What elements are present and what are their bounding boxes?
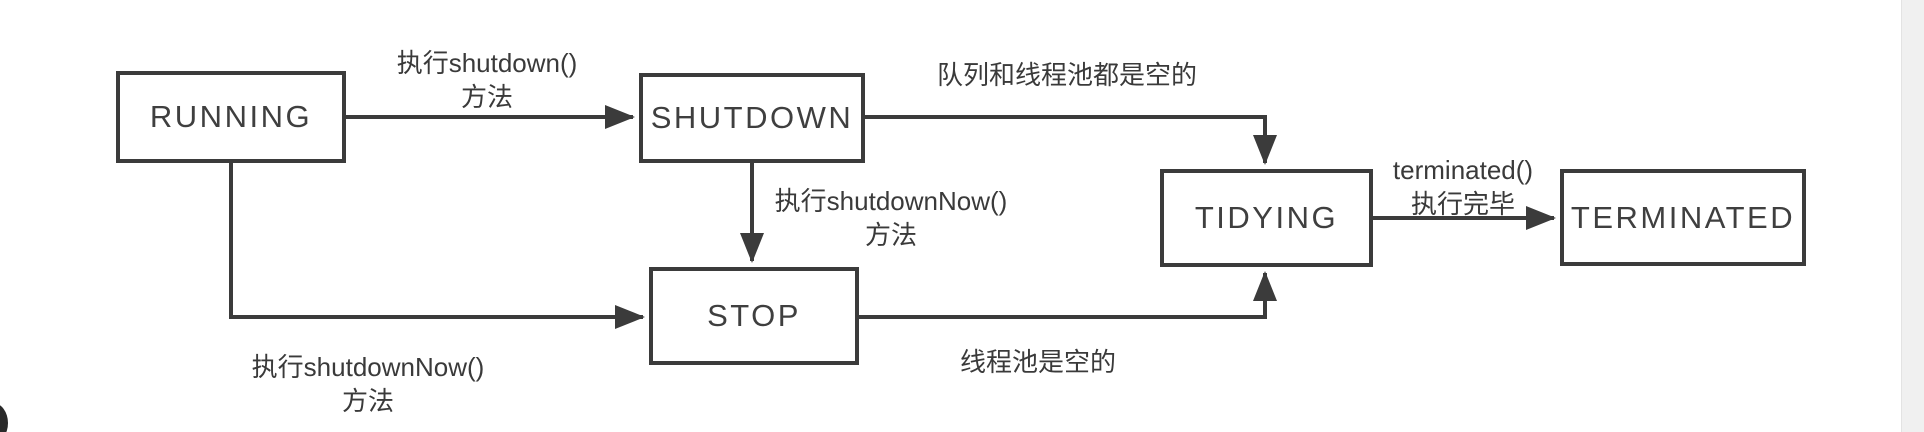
transition-label-line: 执行shutdownNow() [251, 352, 485, 382]
transition-label-tidying-terminated: terminated() 执行完毕 [1332, 153, 1594, 221]
transition-label-line: terminated() [1392, 155, 1534, 185]
arrow-running-to-stop [229, 163, 645, 329]
transition-label-shutdown-stop: 执行shutdownNow() 方法 [762, 184, 1020, 252]
state-box-running: RUNNING [116, 71, 346, 163]
transition-label-line: 执行shutdownNow() [774, 186, 1008, 216]
state-label-shutdown: SHUTDOWN [650, 100, 854, 135]
state-label-tidying: TIDYING [1194, 200, 1339, 235]
transition-label-line: 执行完毕 [1410, 189, 1515, 219]
transition-label-line: 队列和线程池都是空的 [936, 60, 1197, 90]
state-box-tidying: TIDYING [1160, 169, 1373, 267]
transition-label-line: 方法 [341, 386, 394, 416]
page-edge-strip [1901, 0, 1924, 432]
transition-label-stop-tidying: 线程池是空的 [908, 345, 1168, 379]
state-box-stop: STOP [649, 267, 859, 365]
arrow-shutdown-to-tidying [865, 115, 1277, 165]
transition-label-running-shutdown: 执行shutdown() 方法 [357, 46, 617, 114]
arrow-stop-to-tidying [859, 271, 1277, 319]
state-label-running: RUNNING [149, 99, 313, 134]
state-label-stop: STOP [707, 298, 801, 333]
state-label-terminated: TERMINATED [1570, 199, 1796, 235]
transition-label-line: 线程池是空的 [959, 347, 1116, 377]
state-box-terminated: TERMINATED [1560, 169, 1806, 266]
cutoff-circle-icon [0, 403, 8, 432]
state-box-shutdown: SHUTDOWN [639, 73, 865, 163]
transition-label-line: 执行shutdown() [396, 48, 578, 78]
transition-label-line: 方法 [864, 220, 917, 250]
transition-label-shutdown-tidying: 队列和线程池都是空的 [936, 58, 1198, 92]
transition-label-running-stop: 执行shutdownNow() 方法 [238, 350, 498, 418]
transition-label-line: 方法 [460, 82, 513, 112]
